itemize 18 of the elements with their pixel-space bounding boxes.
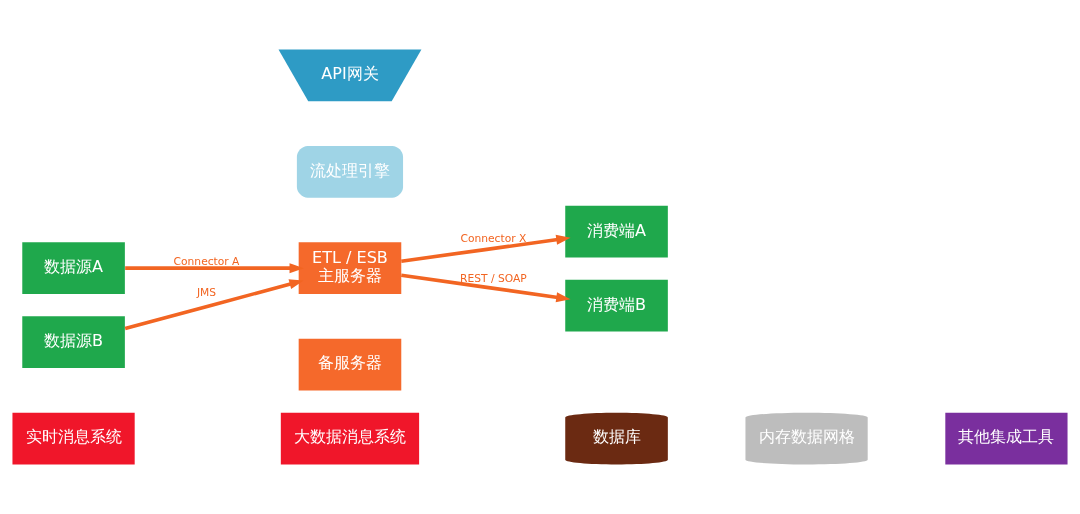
arrow (125, 263, 304, 274)
node-box: 其他集成工具 (945, 412, 1068, 465)
arrow (124, 279, 304, 331)
edge-label: JMS (196, 286, 217, 300)
node-box: 流处理引擎 (296, 145, 404, 198)
node-box: 数据源B (22, 316, 125, 369)
edge-label: Connector X (460, 231, 527, 245)
node-box: ETL / ESB 主服务器 (298, 242, 402, 295)
node-box: 备服务器 (298, 338, 402, 391)
arrow (401, 234, 571, 263)
node-box: 实时消息系统 (12, 412, 135, 465)
node-box: 大数据消息系统 (280, 412, 420, 465)
edge-label: REST / SOAP (460, 272, 527, 286)
arrow (401, 273, 571, 303)
node-box: 数据源A (22, 242, 125, 295)
edge-label: Connector A (173, 255, 240, 269)
node-box: 消费端B (565, 279, 668, 332)
node-box: 消费端A (565, 205, 668, 258)
